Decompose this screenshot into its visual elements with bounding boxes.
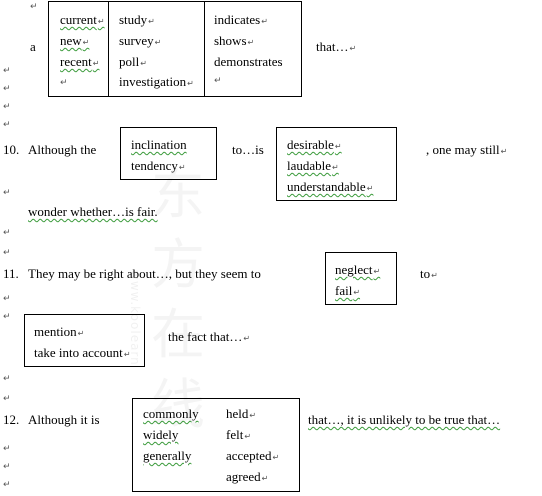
option-agreed: agreed xyxy=(226,469,268,486)
watermark-url: www.koolearn xyxy=(128,270,142,366)
paragraph-mark-icon xyxy=(3,84,11,94)
item10-continuation: wonder whether…is fair. xyxy=(28,204,158,219)
option-widely: widely xyxy=(143,427,179,442)
option-poll: poll xyxy=(119,54,147,71)
option-new: new xyxy=(60,33,89,50)
item11-text-after: the fact that… xyxy=(168,329,250,346)
option-inclination: inclination xyxy=(131,137,187,152)
option-commonly: commonly xyxy=(143,406,199,421)
option-fail: fail xyxy=(335,283,360,300)
item10-text-before: Although the xyxy=(28,142,97,157)
table-divider xyxy=(108,2,109,96)
paragraph-mark-icon xyxy=(3,66,11,76)
item-number-12: 12. xyxy=(3,412,20,427)
option-current: current xyxy=(60,12,105,29)
item-number-11: 11. xyxy=(3,266,19,281)
option-tendency: tendency xyxy=(131,158,186,175)
item12-text-before: Although it is xyxy=(28,412,100,427)
option-take-into-account: take into account xyxy=(34,345,131,362)
text-that: that… xyxy=(316,39,356,56)
paragraph-mark-icon xyxy=(3,462,11,472)
paragraph-mark-icon xyxy=(3,248,11,258)
option-demonstrates: demonstrates xyxy=(214,54,283,69)
paragraph-mark-icon xyxy=(3,394,11,404)
paragraph-mark-icon xyxy=(214,76,222,86)
item-number-10: 10. xyxy=(3,142,20,157)
option-investigation: investigation xyxy=(119,74,194,91)
option-study: study xyxy=(119,12,155,29)
item11-text-before: They may be right about…, but they seem … xyxy=(28,266,261,281)
item11-box-actions xyxy=(24,314,145,367)
paragraph-mark-icon xyxy=(3,312,11,322)
paragraph-mark-icon xyxy=(3,120,11,130)
item12-box-options xyxy=(132,398,300,492)
item10-box-nouns xyxy=(120,127,217,180)
paragraph-mark-icon xyxy=(3,102,11,112)
option-neglect: neglect xyxy=(335,262,380,279)
item11-box-verbs xyxy=(325,252,397,305)
paragraph-mark-icon xyxy=(3,480,11,490)
option-recent: recent xyxy=(60,54,99,71)
paragraph-mark-icon xyxy=(30,2,38,12)
option-survey: survey xyxy=(119,33,161,50)
option-desirable: desirable xyxy=(287,137,342,154)
item10-box-adjectives xyxy=(276,127,397,201)
paragraph-mark-icon xyxy=(3,228,11,238)
option-generally: generally xyxy=(143,448,192,463)
paragraph-mark-icon xyxy=(3,444,11,454)
article-a: a xyxy=(30,39,36,54)
option-laudable: laudable xyxy=(287,158,339,175)
paragraph-mark-icon xyxy=(3,294,11,304)
option-held: held xyxy=(226,406,256,423)
item10-text-after: , one may still xyxy=(426,142,507,159)
option-accepted: accepted xyxy=(226,448,279,465)
option-mention: mention xyxy=(34,324,84,341)
table-divider xyxy=(204,2,205,96)
option-shows: shows xyxy=(214,33,254,50)
item11-text-to: to xyxy=(420,266,438,283)
paragraph-mark-icon xyxy=(3,374,11,384)
option-felt: felt xyxy=(226,427,251,444)
word-choice-table xyxy=(48,1,302,97)
item10-text-middle: to…is xyxy=(232,142,264,157)
option-indicates: indicates xyxy=(214,12,268,29)
item12-text-after: that…, it is unlikely to be true that… xyxy=(308,412,501,427)
paragraph-mark-icon xyxy=(3,188,11,198)
paragraph-mark-icon xyxy=(60,78,68,88)
option-understandable: understandable xyxy=(287,179,373,196)
